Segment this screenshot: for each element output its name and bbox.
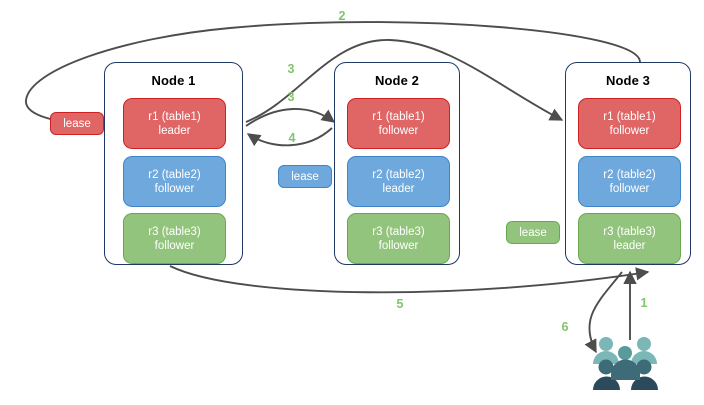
replica-node2-r3[interactable]: r3 (table3) follower [347,213,450,264]
edge-4-node2-to-node1 [246,127,333,147]
node-box-1[interactable]: Node 1 r1 (table1) leader r2 (table2) fo… [104,62,243,265]
node-title-3: Node 3 [606,73,650,88]
step-label-4: 4 [288,131,296,145]
node-box-3[interactable]: Node 3 r1 (table1) follower r2 (table2) … [565,62,691,265]
lease-badge-green[interactable]: lease [506,221,560,244]
step-label-3a: 3 [287,62,295,76]
edge-3-node1-to-node2 [245,108,336,127]
replica-name: r1 (table1) [148,110,201,123]
replica-role: follower [378,239,419,252]
node-box-2[interactable]: Node 2 r1 (table1) follower r2 (table2) … [334,62,460,265]
replica-role: leader [158,124,191,137]
replica-node3-r2[interactable]: r2 (table2) follower [578,156,681,207]
replica-node1-r2[interactable]: r2 (table2) follower [123,156,226,207]
edge-2-node3-to-lease [25,21,641,131]
step-label-1: 1 [640,296,648,310]
replica-name: r2 (table2) [603,168,656,181]
replica-name: r1 (table1) [603,110,656,123]
replica-role: follower [154,239,195,252]
replica-name: r2 (table2) [148,168,201,181]
edge-6-node3-to-users [584,271,623,354]
replica-name: r1 (table1) [372,110,425,123]
lease-badge-blue[interactable]: lease [278,165,332,188]
replica-role: follower [609,182,650,195]
replica-role: follower [378,124,419,137]
node-title-2: Node 2 [375,73,419,88]
edge-5-node1-to-node3 [169,265,650,294]
replica-node3-r3[interactable]: r3 (table3) leader [578,213,681,264]
replica-name: r3 (table3) [603,225,656,238]
edge-3-node1-to-node3 [245,39,564,123]
replica-node2-r2[interactable]: r2 (table2) leader [347,156,450,207]
replica-node1-r1[interactable]: r1 (table1) leader [123,98,226,149]
replica-name: r3 (table3) [372,225,425,238]
replica-name: r3 (table3) [148,225,201,238]
users-icon [593,337,658,390]
replica-node1-r3[interactable]: r3 (table3) follower [123,213,226,264]
replica-node3-r1[interactable]: r1 (table1) follower [578,98,681,149]
replica-role: leader [613,239,646,252]
step-label-6: 6 [561,320,569,334]
replica-role: follower [609,124,650,137]
step-label-3b: 3 [287,90,295,104]
lease-badge-red[interactable]: lease [50,112,104,135]
step-label-5: 5 [396,297,404,311]
step-label-2: 2 [338,9,346,23]
replica-role: follower [154,182,195,195]
replica-role: leader [382,182,415,195]
replica-node2-r1[interactable]: r1 (table1) follower [347,98,450,149]
replica-name: r2 (table2) [372,168,425,181]
node-title-1: Node 1 [151,73,196,88]
